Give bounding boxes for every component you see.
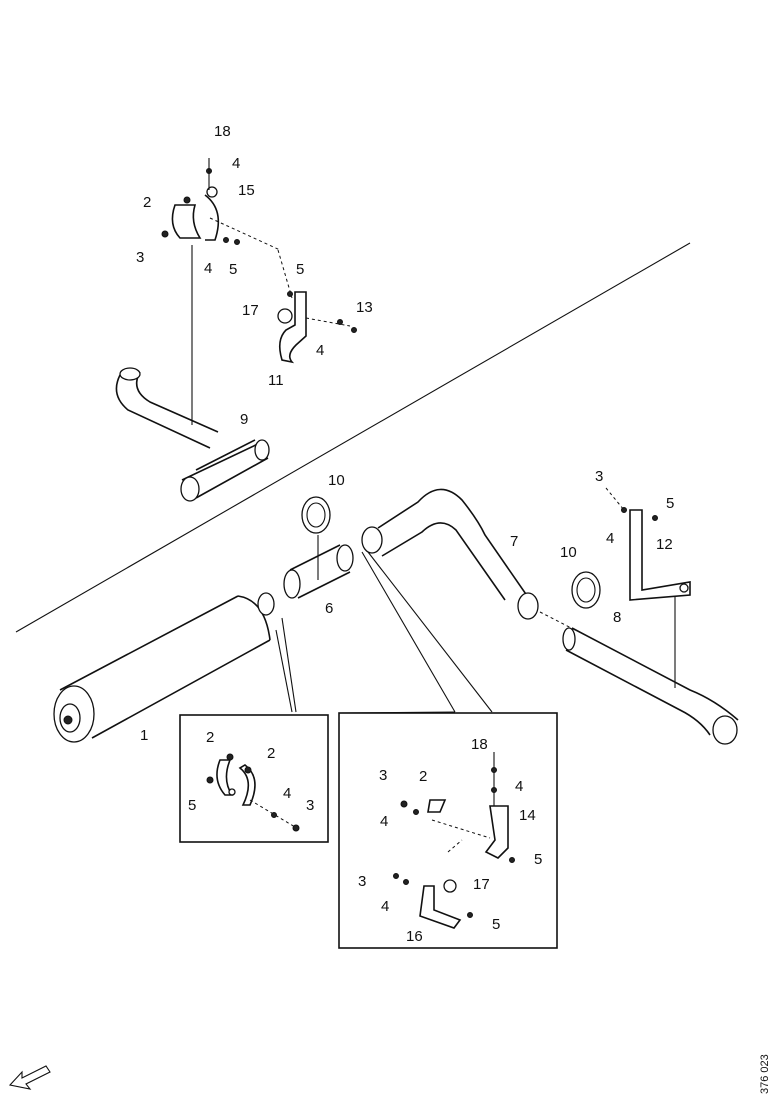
callout: 18 — [214, 123, 231, 140]
callout: 4 — [380, 813, 388, 830]
clamp-10-left — [301, 496, 331, 534]
callout: 9 — [240, 411, 248, 428]
callout: 4 — [283, 785, 291, 802]
callout: 7 — [510, 533, 518, 550]
callout: 4 — [232, 155, 240, 172]
callout: 14 — [519, 807, 536, 824]
callout: 6 — [325, 600, 333, 617]
pipe-8 — [562, 596, 739, 745]
callout: 12 — [656, 536, 673, 553]
callout: 16 — [406, 928, 423, 945]
callout: 2 — [206, 729, 214, 746]
callout: 3 — [358, 873, 366, 890]
callout: 4 — [606, 530, 614, 547]
callout: 4 — [316, 342, 324, 359]
callout: 5 — [229, 261, 237, 278]
callout: 10 — [328, 472, 345, 489]
callout: 3 — [379, 767, 387, 784]
callouts-inset-left: 2 2 5 4 3 — [188, 729, 314, 814]
callout: 4 — [515, 778, 523, 795]
callout: 3 — [136, 249, 144, 266]
pipe-7 — [361, 488, 539, 713]
callout: 13 — [356, 299, 373, 316]
callout: 17 — [242, 302, 259, 319]
callout: 3 — [306, 797, 314, 814]
callout: 2 — [143, 194, 151, 211]
callout: 5 — [296, 261, 304, 278]
callout: 11 — [268, 372, 284, 389]
pipe-6 — [283, 535, 354, 599]
silencer-1 — [53, 592, 297, 743]
pipe-9-assembly — [115, 158, 357, 502]
callout: 5 — [666, 495, 674, 512]
callout: 18 — [471, 736, 488, 753]
callout: 4 — [204, 260, 212, 277]
callout: 4 — [381, 898, 389, 915]
inset-box-bracket-detail — [338, 711, 558, 949]
callout: 5 — [492, 916, 500, 933]
callouts-top: 18 4 15 2 3 4 5 5 17 13 4 11 9 — [136, 123, 373, 428]
clamp-10-right — [539, 571, 601, 631]
callouts-main: 10 7 3 5 4 12 6 10 8 1 — [140, 468, 674, 744]
callout: 17 — [473, 876, 490, 893]
callout: 8 — [613, 609, 621, 626]
inset-box-silencer-clamp — [179, 714, 329, 843]
bracket-12 — [605, 487, 691, 601]
callout: 10 — [560, 544, 577, 561]
front-direction-arrow-icon — [8, 1065, 51, 1090]
callout: 3 — [595, 468, 603, 485]
drawing-reference-number: 376 023 — [759, 1054, 771, 1094]
callout: 5 — [534, 851, 542, 868]
section-divider-line — [15, 242, 691, 633]
callout: 2 — [267, 745, 275, 762]
callout: 1 — [140, 727, 148, 744]
callouts-inset-right: 18 4 3 2 14 4 5 3 17 4 5 16 — [358, 736, 542, 945]
callout: 5 — [188, 797, 196, 814]
callout: 15 — [238, 182, 255, 199]
callout: 2 — [419, 768, 427, 785]
